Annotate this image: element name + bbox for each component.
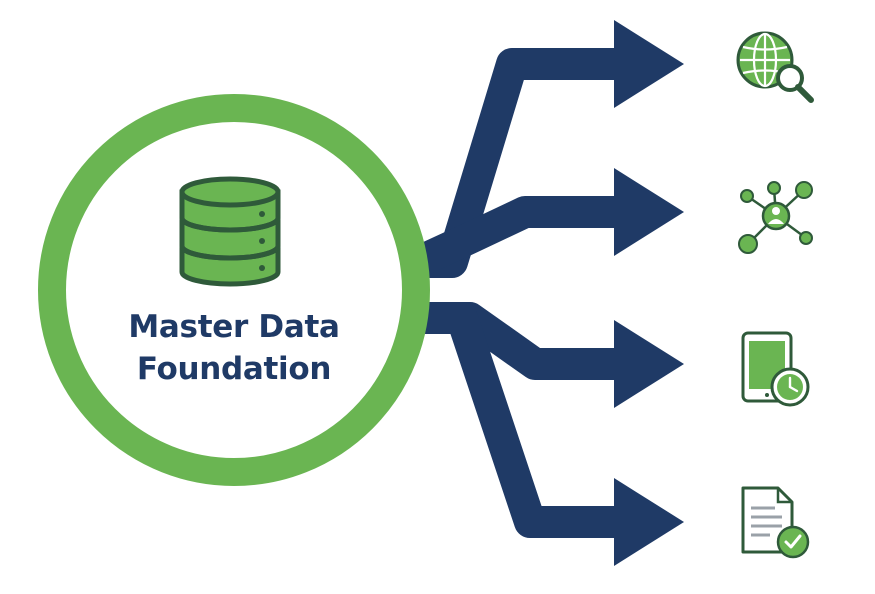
arrow-shaft-2 — [411, 196, 618, 277]
document-check-icon — [741, 486, 810, 559]
network-user-icon — [738, 181, 813, 254]
globe-search-icon — [736, 31, 814, 103]
hub-title-line-1: Master Data — [128, 309, 340, 345]
arrow-head-3 — [614, 320, 684, 408]
database-icon — [179, 176, 281, 287]
tablet-clock-icon — [741, 331, 810, 407]
arrow-heads — [614, 20, 684, 566]
arrow-head-1 — [614, 20, 684, 108]
branch-arrows — [411, 48, 618, 538]
hub-ring — [38, 94, 430, 486]
arrow-shaft-4 — [418, 302, 618, 538]
hub-title: Master Data Foundation — [76, 306, 392, 390]
hub-title-line-2: Foundation — [136, 351, 332, 387]
arrow-head-2 — [614, 168, 684, 256]
arrow-head-4 — [614, 478, 684, 566]
